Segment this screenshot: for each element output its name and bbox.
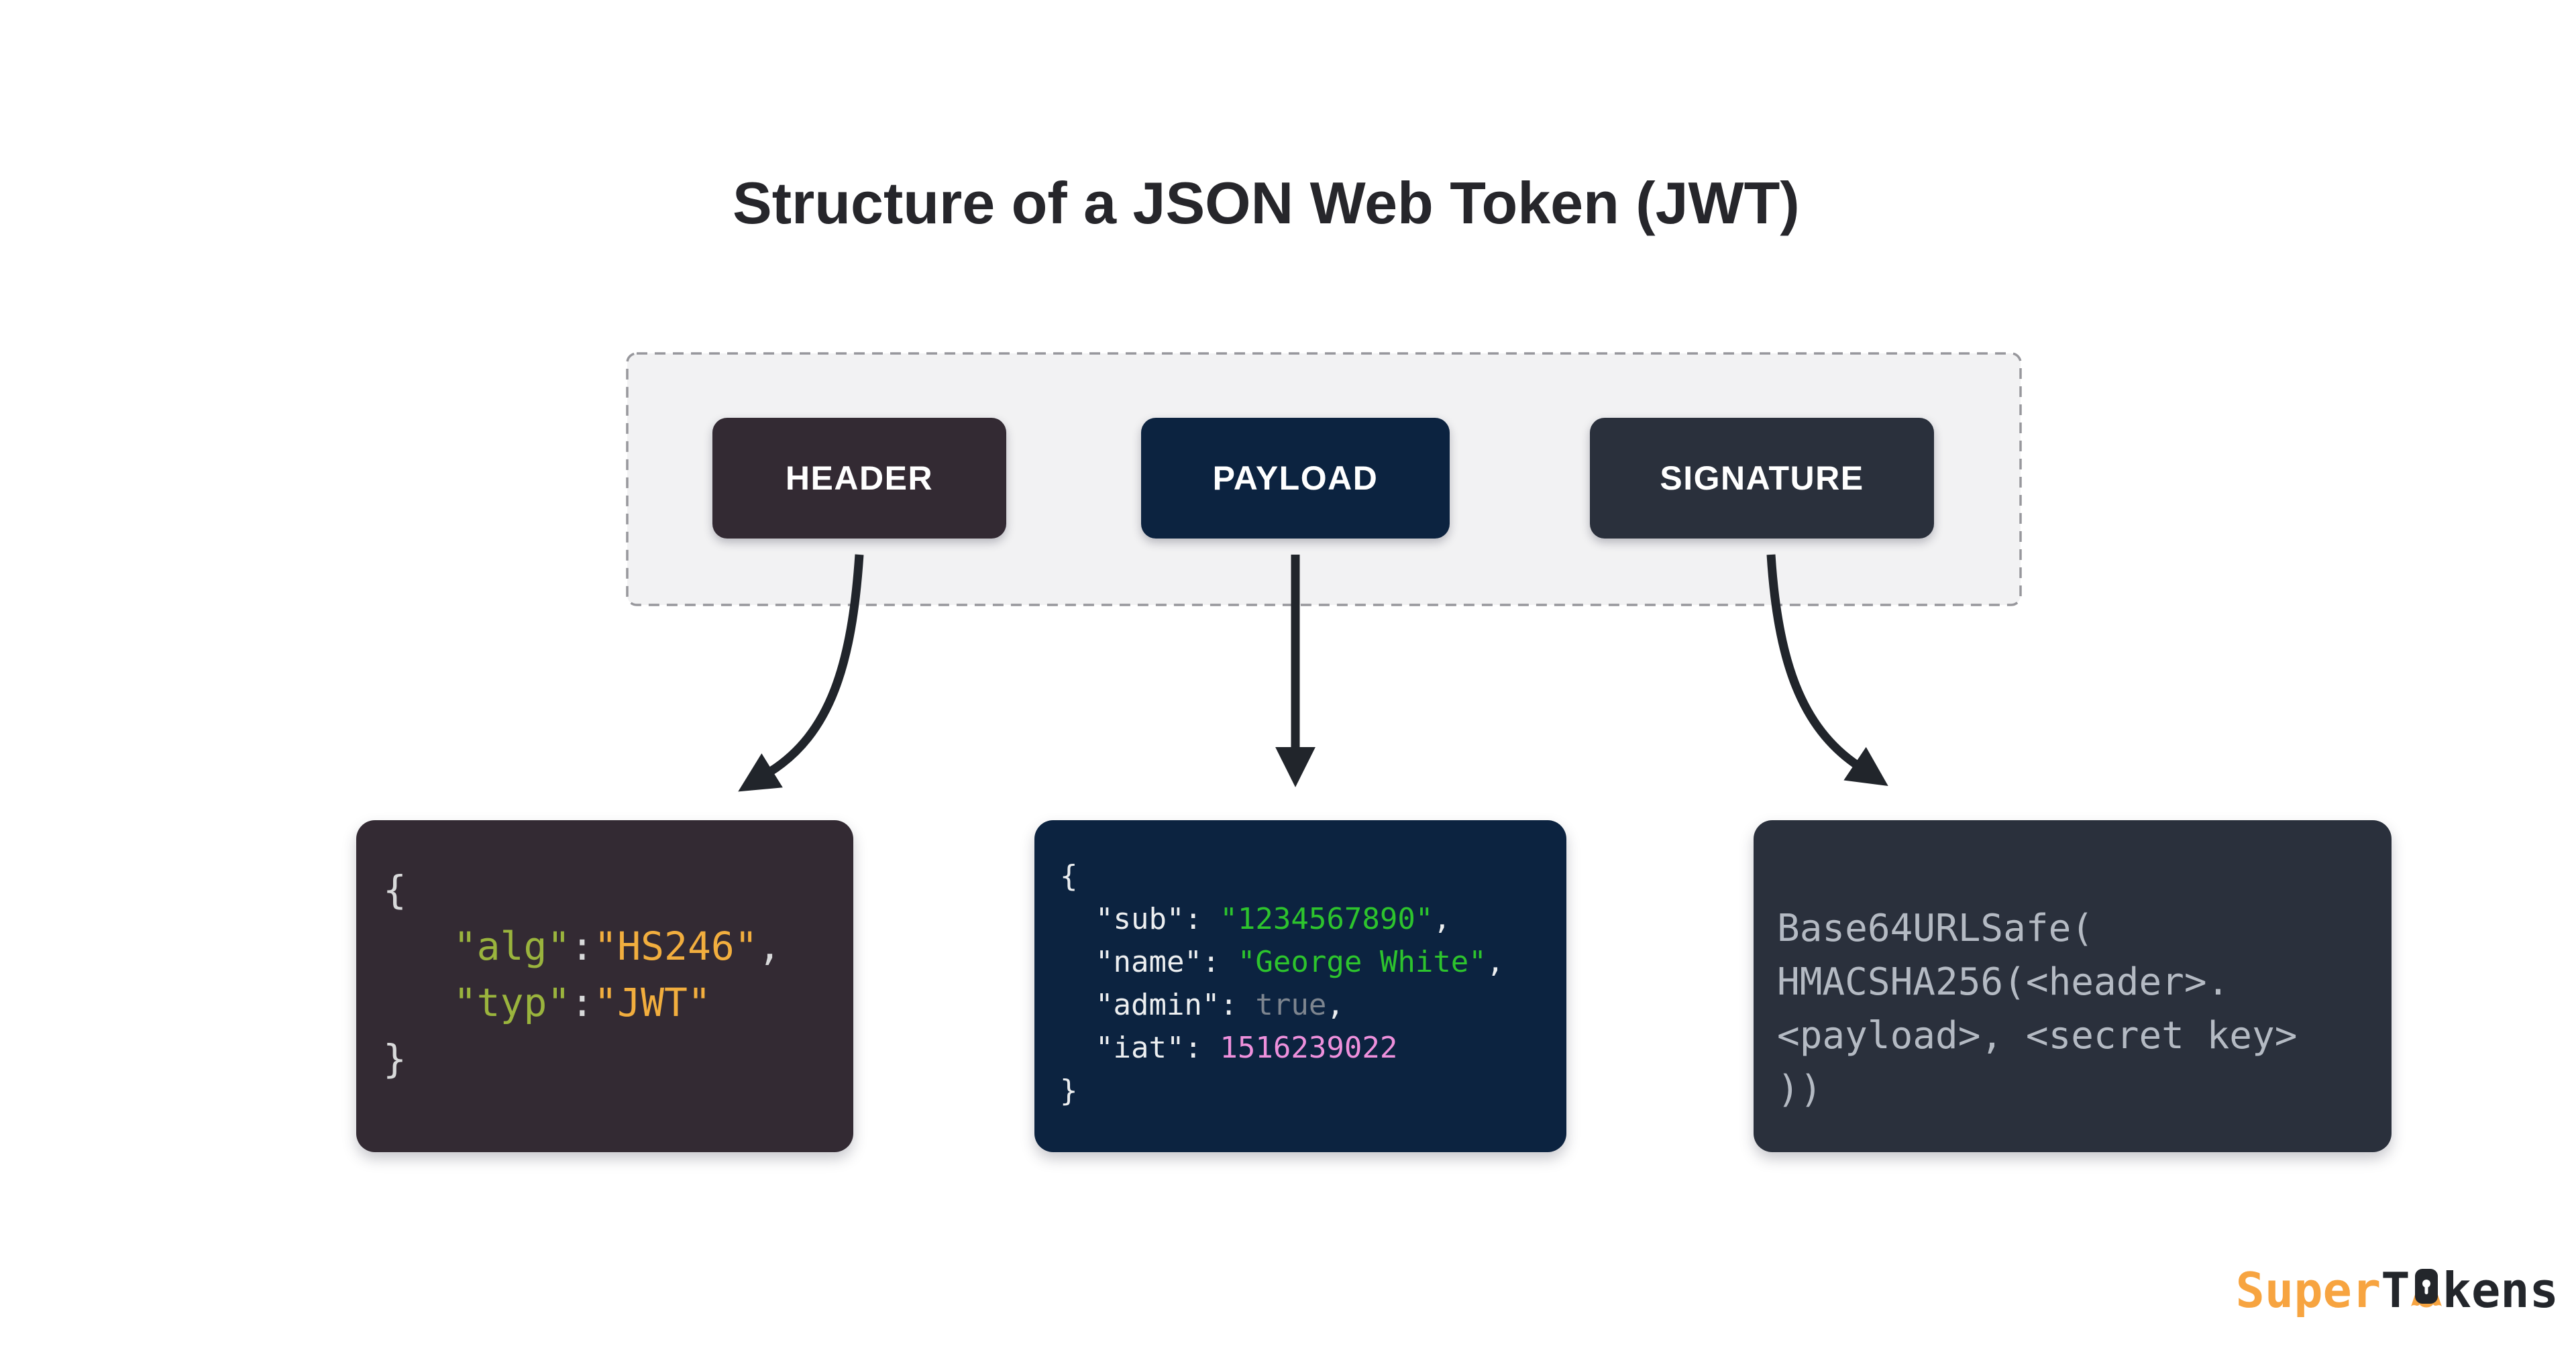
code-token: [1060, 945, 1095, 979]
code-token: Base64URLSafe(: [1777, 907, 2094, 950]
code-token: :: [1184, 902, 1220, 936]
code-token: ,: [1433, 902, 1451, 936]
code-token: 1516239022: [1220, 1031, 1398, 1065]
code-line: "typ":"JWT": [383, 974, 853, 1031]
code-token: "sub": [1095, 902, 1185, 936]
header-code-box: { "alg":"HS246", "typ":"JWT"}: [356, 820, 853, 1152]
code-token: {: [1060, 859, 1078, 893]
payload-part-button: PAYLOAD: [1141, 418, 1450, 539]
code-token: :: [1184, 1031, 1220, 1065]
arrow-header-to-code: [738, 554, 864, 792]
code-token: ,: [1486, 945, 1505, 979]
code-token: "typ": [453, 980, 571, 1025]
signature-code-box: Base64URLSafe( HMACSHA256(<header>. <paylo…: [1754, 820, 2392, 1152]
payload-code-box: { "sub": "1234567890", "name": "George W…: [1034, 820, 1566, 1152]
code-token: ,: [1326, 988, 1344, 1022]
code-token: HMACSHA256(<header>.: [1777, 960, 2230, 1004]
code-line: "admin": true,: [1060, 984, 1566, 1027]
code-token: }: [383, 1036, 407, 1082]
code-token: )): [1777, 1068, 1823, 1111]
code-line: }: [383, 1031, 853, 1087]
code-line: "name": "George White",: [1060, 941, 1566, 984]
code-token: "iat": [1095, 1031, 1185, 1065]
code-line: {: [1060, 855, 1566, 898]
code-token: :: [1220, 988, 1256, 1022]
code-line: "sub": "1234567890",: [1060, 898, 1566, 941]
code-line: <payload>, <secret key>: [1777, 1009, 2392, 1063]
code-token: [1060, 1031, 1095, 1065]
code-line: }: [1060, 1070, 1566, 1113]
signature-part-label: SIGNATURE: [1660, 459, 1864, 497]
lock-icon: [2410, 1266, 2442, 1313]
code-token: :: [570, 980, 594, 1025]
code-line: "iat": 1516239022: [1060, 1027, 1566, 1070]
code-token: "alg": [453, 923, 571, 969]
signature-part-button: SIGNATURE: [1590, 418, 1934, 539]
logo-text-t: T: [2381, 1262, 2410, 1318]
code-token: "George White": [1237, 945, 1487, 979]
code-token: ,: [757, 923, 782, 969]
code-token: true: [1255, 988, 1327, 1022]
code-line: HMACSHA256(<header>.: [1777, 956, 2392, 1009]
code-token: "JWT": [594, 980, 711, 1025]
header-part-button: HEADER: [712, 418, 1006, 539]
page-title: Structure of a JSON Web Token (JWT): [733, 170, 1800, 236]
arrow-signature-to-code: [1766, 554, 1888, 787]
code-token: [1060, 988, 1095, 1022]
code-token: "HS246": [594, 923, 758, 969]
code-token: [383, 980, 453, 1025]
logo-text-kens: kens: [2442, 1262, 2559, 1318]
code-line: {: [383, 862, 853, 918]
code-token: :: [1201, 945, 1238, 979]
code-token: }: [1060, 1074, 1078, 1108]
code-token: {: [383, 867, 407, 913]
code-line: )): [1777, 1063, 2392, 1117]
code-line: "alg":"HS246",: [383, 918, 853, 974]
code-token: "1234567890": [1220, 902, 1434, 936]
logo-text-super: Super: [2235, 1262, 2381, 1318]
code-token: [383, 923, 453, 969]
code-token: [1060, 902, 1095, 936]
code-token: "name": [1095, 945, 1202, 979]
code-line: Base64URLSafe(: [1777, 902, 2392, 956]
payload-part-label: PAYLOAD: [1212, 459, 1379, 497]
header-part-label: HEADER: [785, 459, 934, 497]
code-token: :: [570, 923, 594, 969]
code-token: <payload>, <secret key>: [1777, 1014, 2298, 1058]
code-token: "admin": [1095, 988, 1220, 1022]
